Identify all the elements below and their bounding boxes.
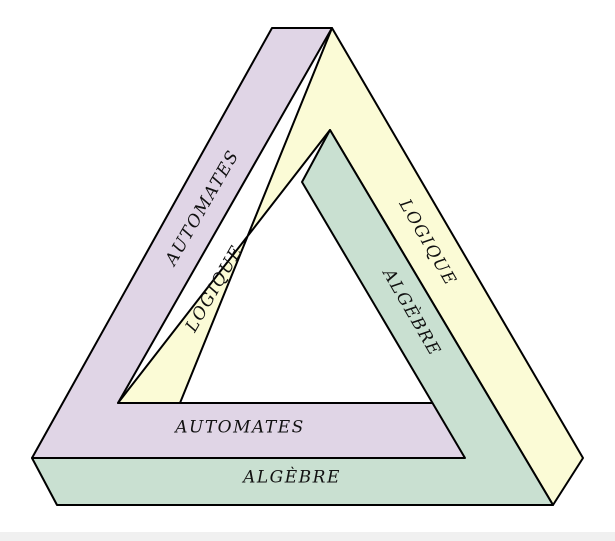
label-automates-bottom: AUTOMATES: [173, 418, 305, 438]
band-algebre: [31, 129, 554, 506]
bottom-strip: [0, 532, 615, 541]
label-algebre-bottom: ALGÈBRE: [241, 467, 341, 488]
